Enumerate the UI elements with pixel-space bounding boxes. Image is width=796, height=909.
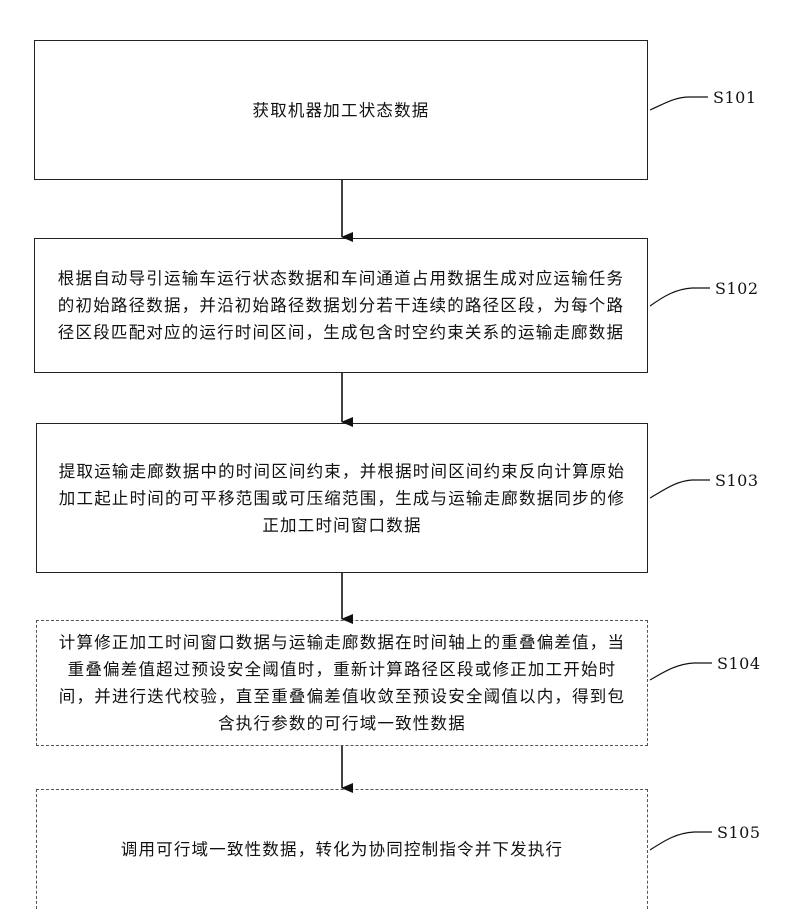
- leader-s105: [650, 832, 712, 850]
- leader-s104: [650, 663, 712, 680]
- leader-s103: [650, 480, 710, 498]
- step-text-s105: 调用可行域一致性数据，转化为协同控制指令并下发执行: [121, 836, 564, 863]
- step-text-s103: 提取运输走廊数据中的时间区间约束，并根据时间区间约束反向计算原始加工起止时间的可…: [51, 458, 633, 539]
- step-text-s104: 计算修正加工时间窗口数据与运输走廊数据在时间轴上的重叠偏差值，当重叠偏差值超过预…: [51, 629, 633, 737]
- step-label-s104: S104: [717, 654, 761, 673]
- step-text-s102: 根据自动导引运输车运行状态数据和车间通道占用数据生成对应运输任务的初始路径数据，…: [49, 265, 633, 346]
- step-text-s101: 获取机器加工状态数据: [253, 97, 430, 124]
- step-label-s102: S102: [715, 279, 759, 298]
- step-box-s101: 获取机器加工状态数据: [34, 40, 648, 180]
- step-box-s103: 提取运输走廊数据中的时间区间约束，并根据时间区间约束反向计算原始加工起止时间的可…: [36, 423, 648, 573]
- step-box-s105: 调用可行域一致性数据，转化为协同控制指令并下发执行: [36, 789, 648, 909]
- step-box-s102: 根据自动导引运输车运行状态数据和车间通道占用数据生成对应运输任务的初始路径数据，…: [34, 238, 648, 373]
- step-box-s104: 计算修正加工时间窗口数据与运输走廊数据在时间轴上的重叠偏差值，当重叠偏差值超过预…: [36, 620, 648, 746]
- leader-s101: [650, 97, 708, 110]
- leader-s102: [650, 288, 710, 306]
- step-label-s101: S101: [713, 88, 757, 107]
- step-label-s105: S105: [717, 823, 761, 842]
- step-label-s103: S103: [715, 471, 759, 490]
